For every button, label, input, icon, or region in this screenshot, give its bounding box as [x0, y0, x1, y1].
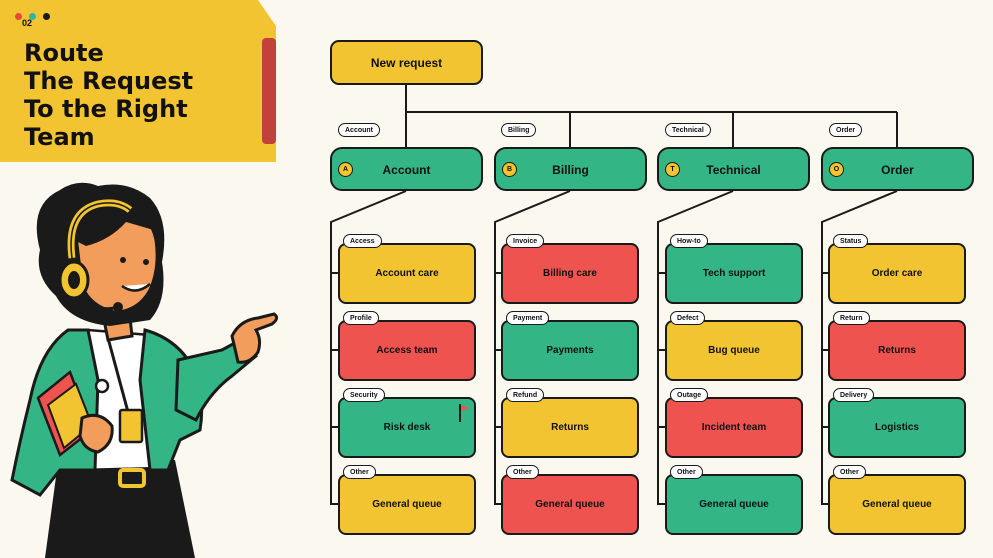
leaf-tag: Status	[833, 234, 869, 248]
title-line: The Request	[24, 67, 194, 95]
leaf-order-1: Order care	[828, 243, 966, 304]
leaf-order-2: Returns	[828, 320, 966, 381]
leaf-tag: Other	[343, 465, 376, 479]
leaf-label: Tech support	[702, 268, 766, 279]
page-title: Route The Request To the Right Team	[24, 39, 264, 151]
leaf-technical-3: Incident team	[665, 397, 803, 458]
branch-trunk	[494, 190, 571, 505]
leaf-label: Order care	[871, 268, 923, 279]
category-technical: T Technical	[657, 147, 810, 191]
leaf-label: Returns	[551, 422, 589, 433]
leaf-billing-1: Billing care	[501, 243, 639, 304]
leaf-label: Incident team	[701, 422, 767, 433]
leaf-label: Access team	[376, 345, 438, 356]
leaf-account-2: Access team	[338, 320, 476, 381]
leaf-tag: Defect	[670, 311, 706, 325]
title-panel	[0, 0, 276, 162]
support-agent-illustration	[10, 182, 279, 558]
leaf-label: General queue	[372, 499, 442, 510]
leaf-label: Billing care	[543, 268, 597, 279]
leaf-tag: Access	[343, 234, 382, 248]
leaf-account-4: General queue	[338, 474, 476, 535]
leaf-account-1: Account care	[338, 243, 476, 304]
category-billing: B Billing	[494, 147, 647, 191]
leaf-tag: Delivery	[833, 388, 875, 402]
leaf-label: Bug queue	[708, 345, 760, 356]
leaf-tag: Other	[670, 465, 703, 479]
category-badge: T	[665, 162, 680, 177]
category-label: Order	[881, 163, 914, 177]
branch-trunk	[657, 190, 734, 505]
dot-dark	[43, 13, 50, 20]
leaf-label: Risk desk	[383, 422, 431, 433]
title-line: Team	[24, 123, 95, 151]
leaf-tag: Payment	[506, 311, 550, 325]
skirt	[45, 460, 195, 558]
root-node: New request	[330, 40, 483, 85]
pointing-hand	[230, 312, 279, 364]
id-badge	[118, 408, 144, 444]
dot-teal	[29, 13, 36, 20]
flag-icon	[459, 404, 470, 422]
leaf-label: Logistics	[875, 422, 919, 433]
dot-red	[15, 13, 22, 20]
leaf-tag: Return	[833, 311, 870, 325]
title-line: To the Right	[24, 95, 188, 123]
edge-tag-billing: Billing	[501, 123, 537, 137]
leaf-billing-4: General queue	[501, 474, 639, 535]
leaf-tag: Outage	[670, 388, 709, 402]
leaf-billing-2: Payments	[501, 320, 639, 381]
root-label: New request	[370, 55, 443, 70]
category-label: Technical	[706, 163, 761, 177]
category-badge: B	[502, 162, 517, 177]
category-badge: A	[338, 162, 353, 177]
leaf-tag: Refund	[506, 388, 545, 402]
leaf-label: General queue	[535, 499, 605, 510]
edge-tag-technical: Technical	[665, 123, 711, 137]
category-label: Billing	[552, 163, 589, 177]
branch-trunk	[330, 190, 407, 505]
category-account: A Account	[330, 147, 483, 191]
leaf-tag: Other	[833, 465, 866, 479]
leaf-label: General queue	[862, 499, 932, 510]
leaf-label: Account care	[375, 268, 439, 279]
leaf-order-3: Logistics	[828, 397, 966, 458]
leaf-billing-3: Returns	[501, 397, 639, 458]
eye	[120, 257, 126, 263]
leaf-tag: Profile	[343, 311, 379, 325]
slide-number: 02	[22, 18, 33, 28]
leaf-account-3: Risk desk	[338, 397, 476, 458]
belt-buckle	[118, 468, 146, 488]
category-label: Account	[382, 163, 431, 177]
smile	[121, 283, 151, 292]
eye	[143, 259, 149, 265]
leaf-technical-2: Bug queue	[665, 320, 803, 381]
leaf-tag: Security	[343, 388, 385, 402]
leaf-order-4: General queue	[828, 474, 966, 535]
category-order: O Order	[821, 147, 974, 191]
leaf-label: General queue	[699, 499, 769, 510]
leaf-technical-4: General queue	[665, 474, 803, 535]
leaf-label: Returns	[878, 345, 916, 356]
title-line: Route	[24, 39, 104, 67]
edge-tag-account: Account	[338, 123, 380, 137]
leaf-tag: How-to	[670, 234, 708, 248]
leaf-label: Payments	[546, 345, 594, 356]
edge-tag-order: Order	[829, 123, 863, 137]
leaf-tag: Other	[506, 465, 539, 479]
branch-trunk	[821, 190, 898, 505]
leaf-tag: Invoice	[506, 234, 545, 248]
category-badge: O	[829, 162, 844, 177]
leaf-technical-1: Tech support	[665, 243, 803, 304]
